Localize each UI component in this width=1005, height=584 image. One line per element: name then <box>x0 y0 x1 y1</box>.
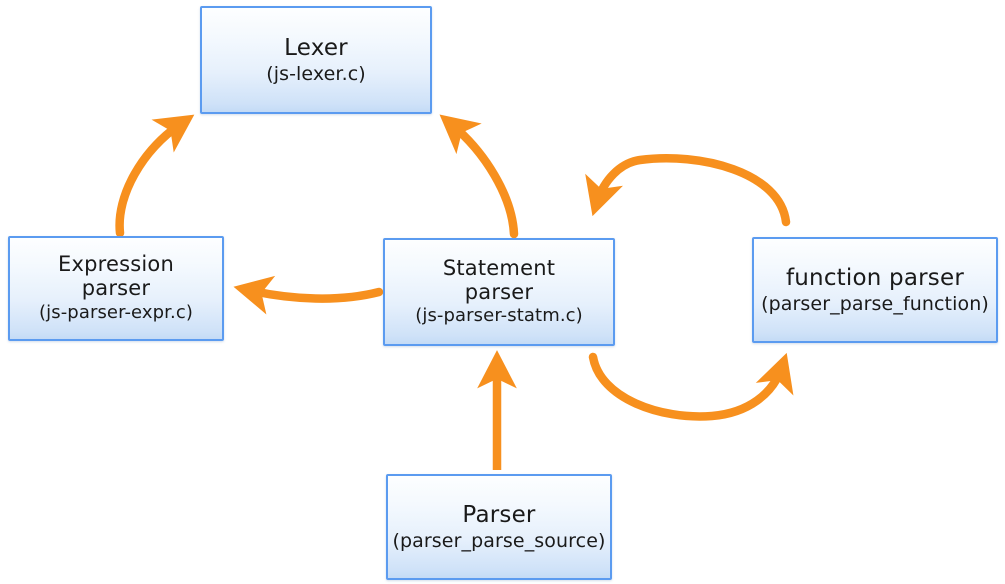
node-function-parser-title: function parser <box>785 264 964 291</box>
edge-function-parser-to-statement-parser <box>585 154 791 227</box>
node-function-parser[interactable]: function parser (parser_parse_function) <box>752 237 998 343</box>
node-statement-parser-title-line2: parser <box>464 279 534 304</box>
edge-statement-parser-to-function-parser <box>588 352 794 421</box>
edge-statement-parser-to-lexer <box>439 114 519 239</box>
node-statement-parser-title-line1: Statement <box>442 255 556 280</box>
node-lexer-title: Lexer <box>284 34 348 61</box>
node-expression-parser-title-line1: Expression <box>58 252 174 277</box>
node-expression-parser-subtitle: (js-parser-expr.c) <box>39 301 193 323</box>
node-expression-parser-title-line2: parser <box>81 276 151 301</box>
node-statement-parser[interactable]: Statement parser (js-parser-statm.c) <box>383 238 615 346</box>
edge-statement-parser-to-expression-parser <box>233 275 384 315</box>
node-lexer-subtitle: (js-lexer.c) <box>266 62 366 85</box>
node-parser-subtitle: (parser_parse_source) <box>392 529 606 552</box>
node-parser[interactable]: Parser (parser_parse_source) <box>386 474 612 580</box>
node-function-parser-subtitle: (parser_parse_function) <box>761 292 989 315</box>
edge-expression-parser-to-lexer <box>115 114 195 238</box>
node-lexer[interactable]: Lexer (js-lexer.c) <box>200 6 432 114</box>
node-parser-title: Parser <box>462 501 536 528</box>
node-expression-parser[interactable]: Expression parser (js-parser-expr.c) <box>8 236 224 341</box>
node-statement-parser-subtitle: (js-parser-statm.c) <box>415 305 583 327</box>
